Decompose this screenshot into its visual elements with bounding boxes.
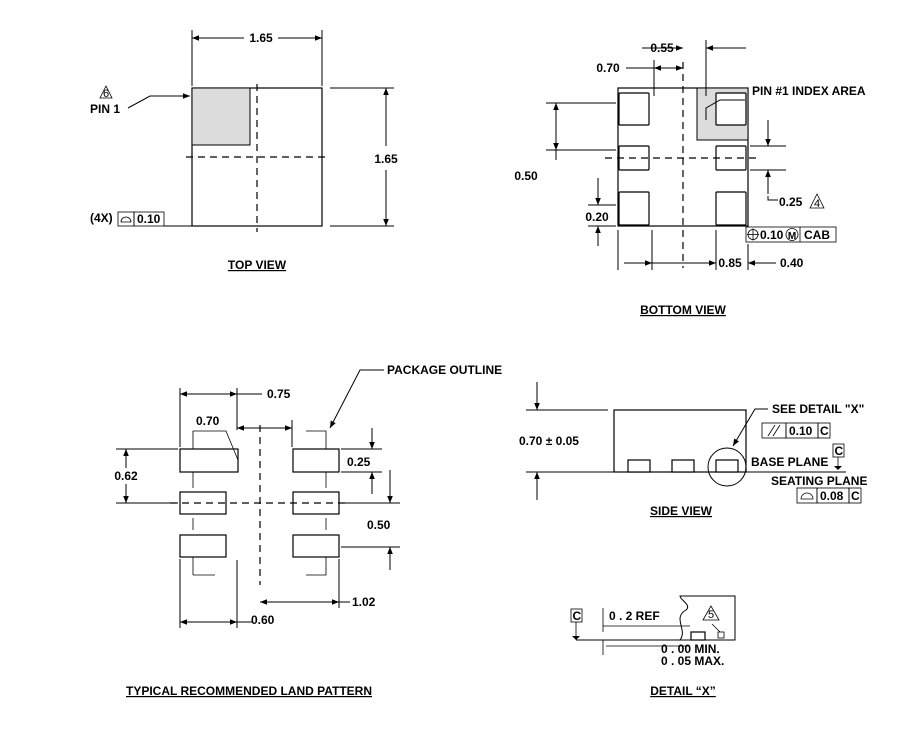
position-tolerance-datums: CAB bbox=[804, 228, 830, 242]
land-pattern-dim-062: 0.62 bbox=[114, 469, 138, 483]
bottom-view-dim-050: 0.50 bbox=[514, 169, 538, 183]
datum-c-label: C bbox=[835, 444, 844, 458]
bottom-view: 0.55 0.70 PIN #1 INDEX AREA 0.50 0.20 0.… bbox=[514, 40, 866, 317]
detail-x-title: DETAIL “X” bbox=[650, 684, 716, 698]
side-view-flatness-datum: C bbox=[851, 489, 860, 503]
pin1-label: PIN 1 bbox=[90, 102, 120, 116]
bottom-view-dim-070: 0.70 bbox=[596, 61, 620, 75]
flatness-symbol-icon bbox=[800, 492, 814, 500]
package-outline-label: PACKAGE OUTLINE bbox=[387, 363, 502, 377]
position-tolerance-modifier: M bbox=[788, 231, 796, 242]
detail-x-callout-circle bbox=[707, 447, 747, 487]
land-pattern-dim-102: 1.02 bbox=[352, 595, 376, 609]
top-view-title: TOP VIEW bbox=[228, 258, 287, 272]
see-detail-label: SEE DETAIL "X" bbox=[772, 402, 864, 416]
parallelism-symbol-icon bbox=[767, 424, 776, 437]
bottom-view-dim-040: 0.40 bbox=[780, 256, 804, 270]
side-view-flatness-value: 0.08 bbox=[820, 489, 844, 503]
parallelism-value: 0.10 bbox=[789, 424, 813, 438]
flatness-count: (4X) bbox=[90, 211, 113, 225]
side-view-height: 0.70 ± 0.05 bbox=[519, 434, 579, 448]
top-view: 1.65 1.65 6 PIN 1 (4X) 0.10 TOP VIEW bbox=[90, 30, 398, 272]
position-tolerance-value: 0.10 bbox=[760, 228, 784, 242]
land-pattern-dim-060: 0.60 bbox=[251, 613, 275, 627]
top-view-flatness-value: 0.10 bbox=[137, 212, 161, 226]
side-view: 0.70 ± 0.05 SEE DETAIL "X" 0.10 C C BASE… bbox=[519, 382, 867, 518]
land-pattern-dim-070: 0.70 bbox=[196, 414, 220, 428]
side-view-title: SIDE VIEW bbox=[650, 504, 713, 518]
note-triangle-icon bbox=[99, 85, 113, 99]
flatness-symbol-icon bbox=[120, 216, 132, 223]
land-pattern-dim-075: 0.75 bbox=[267, 387, 291, 401]
bottom-view-dim-025: 0.25 bbox=[779, 195, 803, 209]
land-pattern-title: TYPICAL RECOMMENDED LAND PATTERN bbox=[126, 684, 372, 698]
top-view-width-dimension: 1.65 bbox=[249, 31, 273, 45]
parallelism-datum: C bbox=[820, 424, 829, 438]
detail-x-note-number: 5 bbox=[708, 609, 714, 621]
land-pattern-dim-025: 0.25 bbox=[347, 455, 371, 469]
detail-x-min: 0 . 00 MIN. bbox=[661, 642, 720, 656]
note-triangle-icon bbox=[702, 605, 720, 621]
bottom-view-dim-055: 0.55 bbox=[650, 41, 674, 55]
detail-x-ref: 0 . 2 REF bbox=[609, 609, 660, 623]
bottom-view-dim-020: 0.20 bbox=[585, 210, 609, 224]
detail-x-datum-c: C bbox=[573, 609, 582, 623]
top-view-pin1-area bbox=[191, 87, 251, 146]
detail-x-max: 0 . 05 MAX. bbox=[661, 654, 724, 668]
note-triangle-icon bbox=[809, 193, 825, 209]
top-view-height-dimension: 1.65 bbox=[374, 152, 398, 166]
bottom-view-title: BOTTOM VIEW bbox=[640, 303, 726, 317]
pin1-index-area-label: PIN #1 INDEX AREA bbox=[752, 84, 866, 98]
mmc-symbol-icon bbox=[785, 228, 799, 241]
detail-x-view: 5 C 0 . 2 REF 0 . 00 MIN. 0 . 05 MAX. DE… bbox=[570, 595, 736, 698]
pin1-note-number: 6 bbox=[103, 88, 109, 100]
bottom-view-note-number: 4 bbox=[814, 198, 820, 210]
bottom-view-dim-085: 0.85 bbox=[718, 256, 742, 270]
land-pattern-dim-050: 0.50 bbox=[367, 518, 391, 532]
seating-plane-label: SEATING PLANE bbox=[771, 474, 867, 488]
base-plane-label: BASE PLANE bbox=[751, 455, 828, 469]
land-pattern-view: 0.75 0.70 PACKAGE OUTLINE 0.62 0.25 0.50… bbox=[114, 363, 502, 698]
